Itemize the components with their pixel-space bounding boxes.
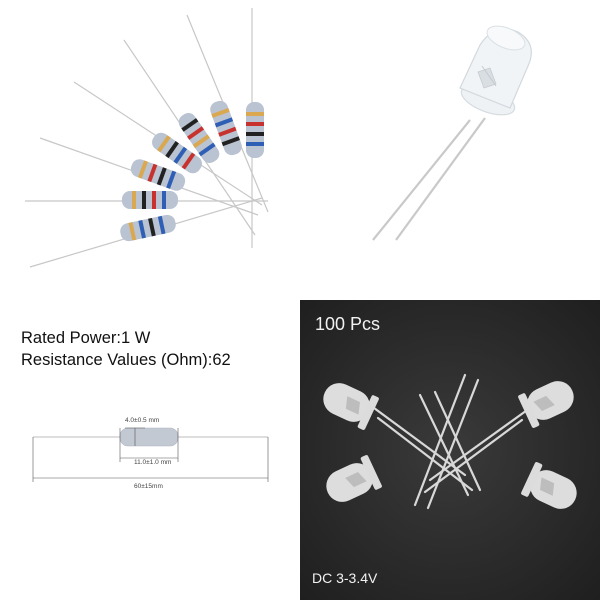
- lead-length-label: 60±15mm: [134, 483, 163, 490]
- resistance-values-text: Resistance Values (Ohm):62: [21, 351, 231, 369]
- dimension-drawing: [32, 427, 269, 482]
- resistor-fan-illustration: [25, 8, 269, 268]
- led-top-right: [518, 381, 574, 428]
- resistor-5: [130, 159, 186, 191]
- resistor-fan-photo: [0, 0, 300, 300]
- led-group-illustration: [300, 300, 600, 600]
- resistor-6: [122, 191, 178, 209]
- led-top-left: [323, 383, 379, 430]
- led-group-photo: 100 Pcs DC 3-3.4V: [300, 300, 600, 600]
- led-bottom-right: [521, 462, 577, 509]
- piece-count-label: 100 Pcs: [315, 314, 381, 334]
- single-led-photo: [300, 0, 600, 300]
- led-bottom-left: [326, 455, 382, 502]
- resistor-7: [120, 214, 176, 242]
- resistor-2: [210, 100, 242, 156]
- voltage-label: DC 3-3.4V: [312, 570, 378, 586]
- resistor-1: [246, 102, 264, 158]
- resistor-4: [152, 132, 202, 174]
- body-length-label: 11.0±1.0 mm: [134, 459, 172, 466]
- diameter-label: 4.0±0.5 mm: [125, 417, 160, 424]
- rated-power-text: Rated Power:1 W: [21, 329, 151, 347]
- spec-panel: Rated Power:1 W Resistance Values (Ohm):…: [0, 300, 300, 600]
- led-illustration: [372, 25, 532, 241]
- resistor-3: [178, 113, 220, 163]
